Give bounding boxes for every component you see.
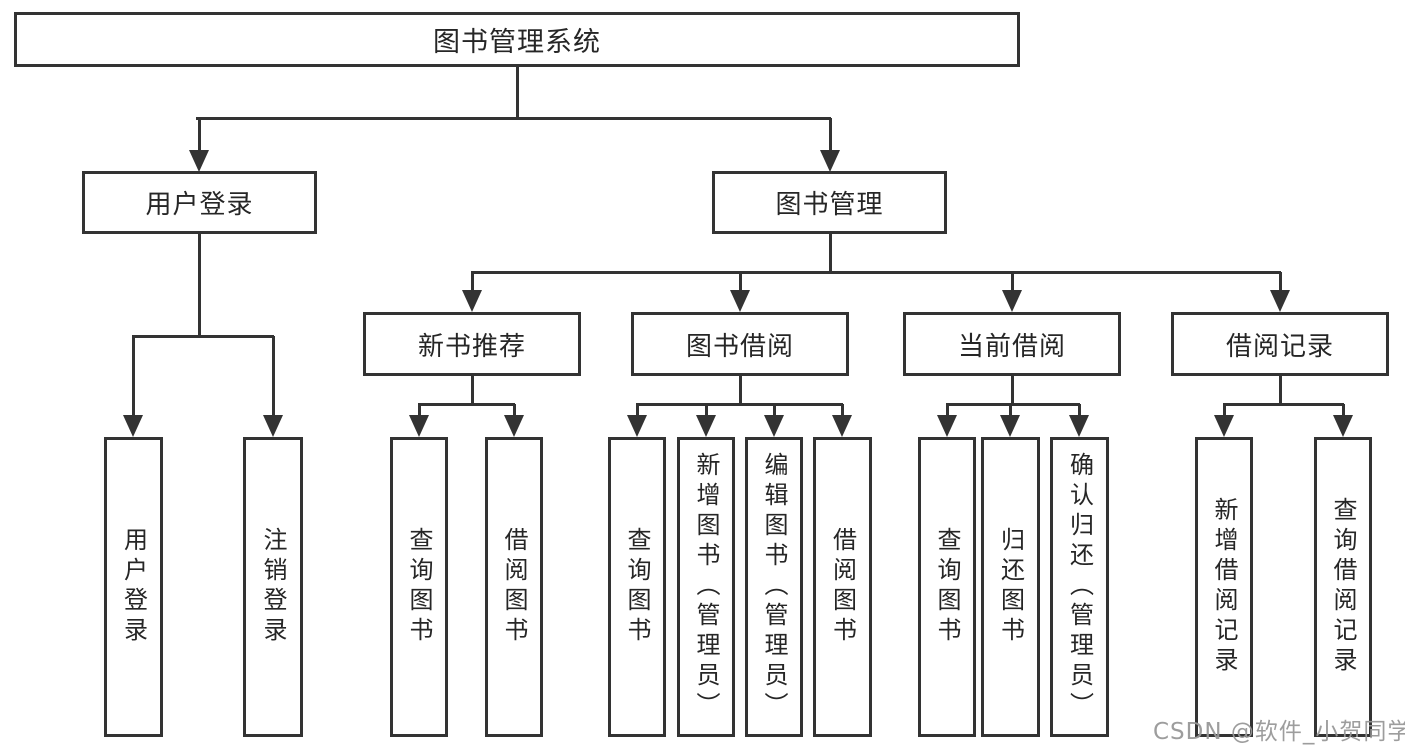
connector-line <box>1078 404 1081 417</box>
connector-arrowhead <box>263 415 283 437</box>
connector-line <box>516 67 519 118</box>
connector-line <box>1279 375 1282 406</box>
connector-arrowhead <box>462 290 482 312</box>
connector-arrowhead <box>730 290 750 312</box>
connector-arrowhead <box>1069 415 1089 437</box>
connector-line <box>1011 272 1014 294</box>
connector-line <box>946 404 949 417</box>
node-new-book-recommend: 新书推荐 <box>363 312 581 376</box>
node-borrow-records: 借阅记录 <box>1171 312 1389 376</box>
watermark: CSDN @软件_小贺同学 <box>1153 719 1405 745</box>
node-book-borrow: 图书借阅 <box>631 312 849 376</box>
connector-arrowhead <box>696 415 716 437</box>
connector-arrowhead <box>1000 415 1020 437</box>
leaf-query-books-borrow: 查询图书 <box>608 437 666 737</box>
leaf-edit-books-admin: 编辑图书（管理员） <box>745 437 803 737</box>
connector-line <box>198 118 201 151</box>
connector-arrowhead <box>409 415 429 437</box>
connector-line <box>471 272 474 294</box>
connector-arrowhead <box>123 415 143 437</box>
node-book-management: 图书管理 <box>712 171 947 234</box>
leaf-query-books-recommend: 查询图书 <box>390 437 448 737</box>
leaf-user-login: 用户登录 <box>104 437 163 737</box>
connector-line <box>739 272 742 294</box>
connector-line <box>705 404 708 417</box>
node-user-login: 用户登录 <box>82 171 317 234</box>
leaf-logout: 注销登录 <box>243 437 303 737</box>
connector-line <box>1223 403 1344 406</box>
connector-line <box>829 232 832 274</box>
connector-line <box>1009 404 1012 417</box>
connector-line <box>132 335 274 338</box>
connector-line <box>636 403 843 406</box>
connector-line <box>946 403 1080 406</box>
connector-line <box>513 404 516 417</box>
leaf-confirm-return-admin: 确认归还（管理员） <box>1050 437 1109 737</box>
connector-arrowhead <box>1214 415 1234 437</box>
connector-arrowhead <box>504 415 524 437</box>
connector-arrowhead <box>832 415 852 437</box>
connector-arrowhead <box>820 150 840 172</box>
leaf-add-borrow-record: 新增借阅记录 <box>1195 437 1253 737</box>
leaf-borrow-books: 借阅图书 <box>813 437 872 737</box>
connector-arrowhead <box>937 415 957 437</box>
connector-line <box>1011 375 1014 406</box>
node-root-library-system: 图书管理系统 <box>14 12 1020 67</box>
leaf-query-borrow-record: 查询借阅记录 <box>1314 437 1372 737</box>
connector-line <box>739 375 742 406</box>
connector-line <box>773 404 776 417</box>
connector-arrowhead <box>189 150 209 172</box>
leaf-query-books-current: 查询图书 <box>918 437 976 737</box>
connector-line <box>1342 404 1345 417</box>
connector-line <box>471 271 1281 274</box>
connector-line <box>636 404 639 417</box>
connector-line <box>1279 272 1282 294</box>
connector-line <box>829 118 832 151</box>
leaf-borrow-books-recommend: 借阅图书 <box>485 437 543 737</box>
connector-line <box>272 336 275 417</box>
leaf-return-books: 归还图书 <box>981 437 1040 737</box>
connector-line <box>418 403 515 406</box>
connector-line <box>132 336 135 417</box>
connector-arrowhead <box>627 415 647 437</box>
connector-line <box>1223 404 1226 417</box>
node-current-borrow: 当前借阅 <box>903 312 1121 376</box>
leaf-add-books-admin: 新增图书（管理员） <box>677 437 735 737</box>
connector-arrowhead <box>1270 290 1290 312</box>
connector-line <box>196 117 831 120</box>
connector-line <box>198 232 201 338</box>
connector-line <box>418 404 421 417</box>
connector-line <box>841 404 844 417</box>
connector-line <box>471 375 474 406</box>
connector-arrowhead <box>764 415 784 437</box>
connector-arrowhead <box>1333 415 1353 437</box>
connector-arrowhead <box>1002 290 1022 312</box>
